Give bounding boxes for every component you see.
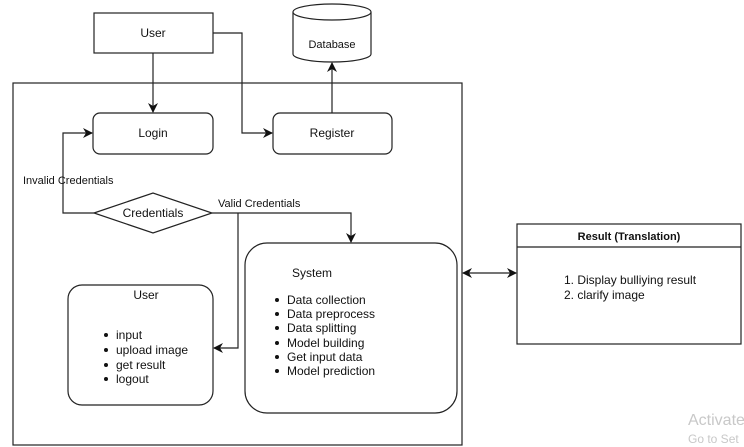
register-label: Register bbox=[310, 126, 355, 140]
invalid-credentials-label: Invalid Credentials bbox=[23, 175, 114, 187]
watermark-line2: Go to Set bbox=[688, 432, 739, 446]
list-item: Get input data bbox=[287, 350, 363, 364]
list-item: Model prediction bbox=[287, 364, 375, 378]
login-node bbox=[92, 112, 214, 155]
list-item: Data collection bbox=[287, 293, 366, 307]
edge-valid-user bbox=[213, 213, 239, 353]
system-panel bbox=[244, 242, 458, 414]
user-panel-list: input upload image get result logout bbox=[104, 328, 188, 386]
login-label: Login bbox=[138, 126, 167, 140]
edge-user-register bbox=[213, 32, 273, 138]
user-panel-title: User bbox=[133, 288, 158, 302]
system-boundary bbox=[12, 82, 463, 446]
database-label: Database bbox=[308, 39, 355, 51]
list-item: input bbox=[116, 328, 143, 342]
result-item: 1. Display bulliying result bbox=[564, 273, 697, 287]
watermark-line1: Activate bbox=[688, 412, 744, 429]
result-panel bbox=[516, 223, 742, 345]
list-item: logout bbox=[116, 372, 149, 386]
user-node-label: User bbox=[140, 26, 165, 40]
list-item: Data splitting bbox=[287, 321, 356, 335]
edge-valid-system bbox=[212, 212, 356, 243]
system-title: System bbox=[292, 266, 332, 280]
list-item: get result bbox=[116, 358, 166, 372]
credentials-label: Credentials bbox=[123, 206, 184, 220]
result-title: Result (Translation) bbox=[578, 231, 681, 243]
edge-invalid bbox=[62, 128, 94, 214]
valid-credentials-label: Valid Credentials bbox=[218, 198, 301, 210]
result-item: 2. clarify image bbox=[564, 288, 645, 302]
list-item: upload image bbox=[116, 343, 188, 357]
list-item: Data preprocess bbox=[287, 307, 375, 321]
list-item: Model building bbox=[287, 336, 364, 350]
system-list: Data collection Data preprocess Data spl… bbox=[275, 293, 375, 378]
database-node bbox=[292, 3, 372, 63]
